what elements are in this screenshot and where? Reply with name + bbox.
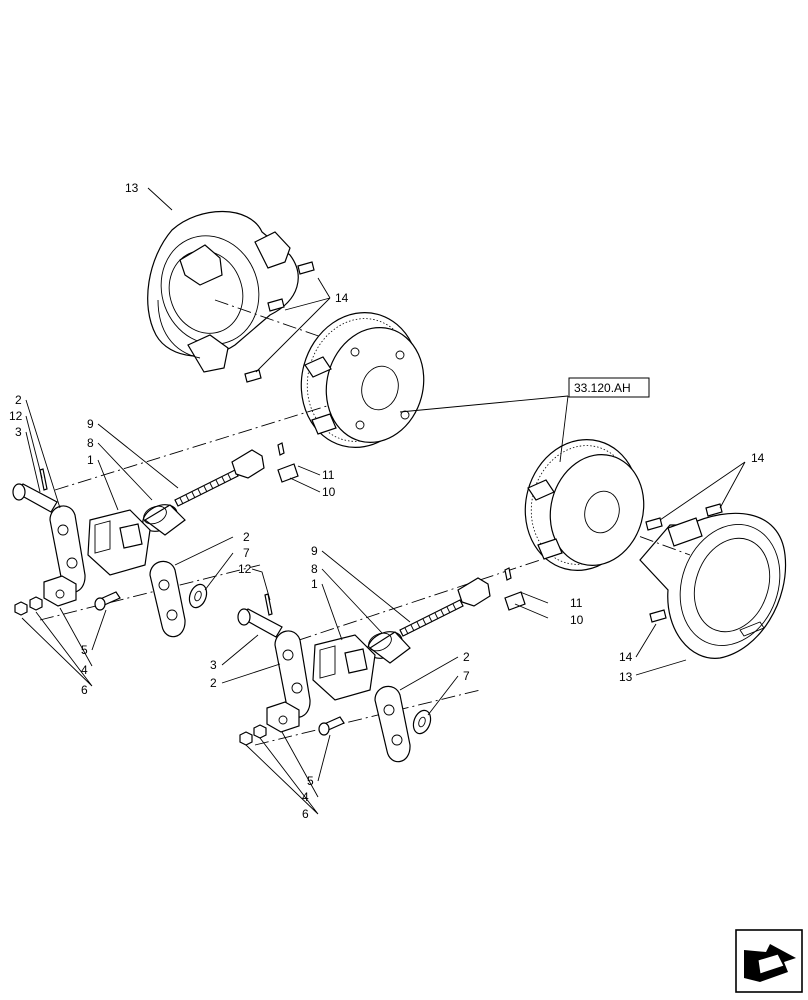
- callout-14: 14: [751, 451, 765, 465]
- leader-lines: [21, 187, 746, 815]
- callout-4: 4: [302, 790, 309, 804]
- callout-12: 12: [238, 562, 252, 576]
- bracket-1-upper: [87, 509, 151, 576]
- callout-11: 11: [570, 596, 583, 610]
- callout-3: 3: [15, 425, 22, 439]
- callout-7: 7: [463, 669, 470, 683]
- callout-2: 2: [15, 393, 22, 407]
- callout-2: 2: [243, 530, 250, 544]
- plate-2-lower-right: [374, 685, 411, 763]
- callout-14: 14: [335, 291, 349, 305]
- previous-page-arrow-icon[interactable]: [735, 929, 803, 993]
- callout-9: 9: [311, 544, 318, 558]
- pins-14-upper: [244, 261, 315, 383]
- callout-7: 7: [243, 546, 250, 560]
- callout-3: 3: [210, 658, 217, 672]
- pin-3-upper: [12, 468, 58, 513]
- block-4-upper: [43, 575, 77, 607]
- callout-6: 6: [302, 807, 309, 821]
- pins-14-right: [645, 503, 723, 623]
- bolt-5-lower: [318, 716, 345, 736]
- callout-8: 8: [87, 436, 94, 450]
- callout-14: 14: [619, 650, 633, 664]
- callout-5: 5: [81, 643, 88, 657]
- brake-disc-upper: [300, 312, 425, 448]
- callout-13: 13: [619, 670, 633, 684]
- brake-cover-upper: [147, 210, 299, 373]
- callout-5: 5: [307, 774, 314, 788]
- block-4-lower: [266, 701, 300, 733]
- reference-box[interactable]: 33.120.AH: [568, 377, 650, 398]
- callout-9: 9: [87, 417, 94, 431]
- washer-7-upper: [188, 583, 208, 609]
- cable-rod-lower: [399, 567, 526, 637]
- plate-2-upper-right: [149, 560, 186, 638]
- callout-1: 1: [87, 453, 94, 467]
- callout-12: 12: [9, 409, 23, 423]
- callout-13: 13: [125, 181, 139, 195]
- callout-11: 11: [322, 468, 335, 482]
- callout-4: 4: [81, 663, 88, 677]
- bushing-8-lower: [367, 631, 411, 664]
- bolt-5-upper: [94, 591, 121, 611]
- callout-2: 2: [210, 676, 217, 690]
- washer-7-lower: [412, 709, 432, 735]
- reference-label: 33.120.AH: [574, 381, 631, 395]
- callout-1: 1: [311, 577, 318, 591]
- callout-6: 6: [81, 683, 88, 697]
- callout-10: 10: [322, 485, 336, 499]
- cable-rod-upper: [174, 442, 299, 507]
- callout-labels: 13 14 2 12 3 9 8 1 11 10 2 7 5 4 6 9 8 1…: [9, 181, 765, 821]
- nuts-6-upper: [14, 596, 43, 616]
- nuts-6-lower: [239, 724, 267, 746]
- pin-3-lower: [237, 593, 283, 638]
- callout-10: 10: [570, 613, 584, 627]
- bracket-1-lower: [312, 634, 376, 701]
- brake-cover-right: [639, 512, 787, 659]
- brake-disc-lower: [524, 439, 645, 571]
- callout-2: 2: [463, 650, 470, 664]
- callout-8: 8: [311, 562, 318, 576]
